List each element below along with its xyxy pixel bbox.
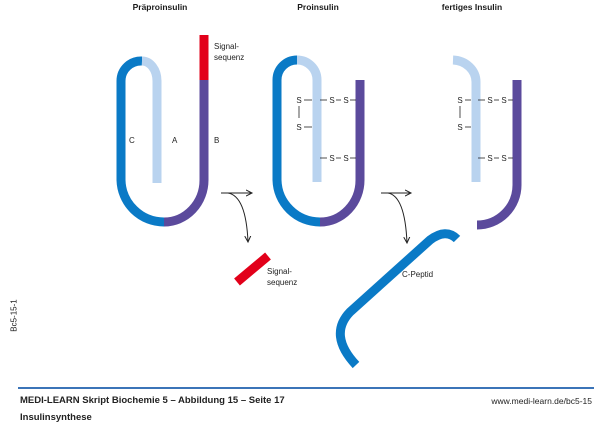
processing-arrow-1 <box>221 193 252 242</box>
a-chain <box>452 55 481 182</box>
cleaved-signal-sequence: Signal- sequenz <box>234 252 297 287</box>
processing-arrow-2 <box>381 193 411 243</box>
sulfur-atom: S <box>487 96 492 105</box>
signal-label-line1: Signal- <box>214 42 239 51</box>
sulfur-atom: S <box>501 154 506 163</box>
panel-title-proinsulin: Proinsulin <box>297 2 339 12</box>
arrow-down-icon <box>227 192 248 242</box>
sulfur-atom: S <box>501 96 506 105</box>
sulfur-atom: S <box>487 154 492 163</box>
sulfur-atom: S <box>296 123 301 132</box>
b-chain <box>319 80 365 227</box>
a-chain-label: A <box>172 136 178 145</box>
arrow-down-icon <box>387 192 407 243</box>
footer-divider <box>18 387 594 389</box>
sulfur-atom: S <box>457 123 462 132</box>
b-chain <box>476 80 522 230</box>
cleaved-signal-label-line2: sequenz <box>267 278 297 287</box>
mature-insulin-molecule: S S S S S S <box>452 55 522 230</box>
a-chain <box>296 55 322 182</box>
signal-label-line2: sequenz <box>214 53 244 62</box>
sulfur-atom: S <box>296 96 301 105</box>
sulfur-atom: S <box>343 154 348 163</box>
footer-title: MEDI-LEARN Skript Biochemie 5 – Abbildun… <box>20 395 285 406</box>
sulfur-atom: S <box>329 154 334 163</box>
c-peptide-label: C-Peptid <box>402 270 433 279</box>
praeproinsulin-molecule: Signal- sequenz C A B <box>116 35 244 227</box>
c-chain-label: C <box>129 136 135 145</box>
proinsulin-molecule: S S S S S S <box>272 55 365 227</box>
a-chain <box>141 56 162 183</box>
cleaved-signal-label-line1: Signal- <box>267 267 292 276</box>
b-chain <box>163 80 209 227</box>
footer-url-link[interactable]: www.medi-learn.de/bc5-15 <box>491 396 592 406</box>
panel-title-praeproinsulin: Präproinsulin <box>133 2 188 12</box>
signal-fragment <box>234 252 271 286</box>
sulfur-atom: S <box>457 96 462 105</box>
c-peptide-chain <box>335 229 461 369</box>
panel-title-fertiges-insulin: fertiges Insulin <box>442 2 502 12</box>
sulfur-atom: S <box>343 96 348 105</box>
c-chain <box>272 55 321 227</box>
sulfur-atom: S <box>329 96 334 105</box>
c-peptide: C-Peptid <box>335 229 461 369</box>
c-chain <box>116 56 165 227</box>
disulfide-bridges: S S S S S S <box>457 96 513 163</box>
figure-code: Bc5-15-1 <box>9 299 19 332</box>
footer-subtitle: Insulinsynthese <box>20 412 92 423</box>
disulfide-bridges: S S S S S S <box>296 96 356 163</box>
b-chain-label: B <box>214 136 219 145</box>
